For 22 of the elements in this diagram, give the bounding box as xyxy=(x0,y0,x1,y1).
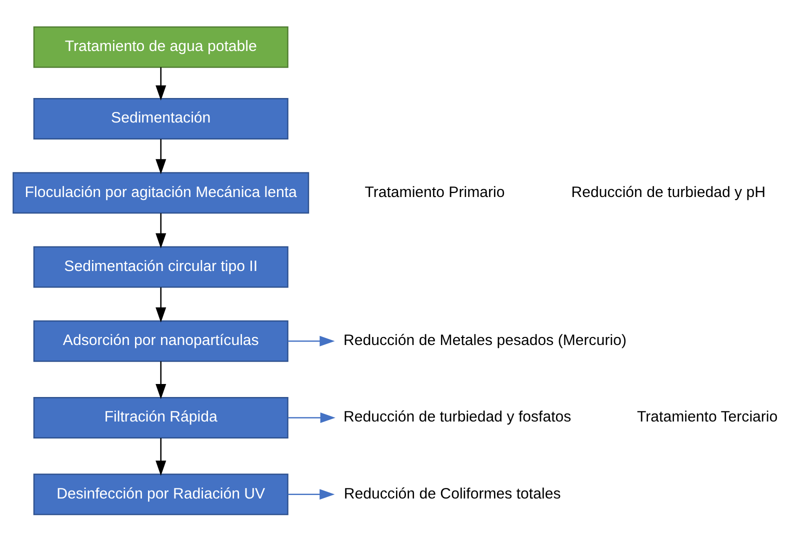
arrow xyxy=(156,287,166,322)
arrow xyxy=(156,213,166,248)
node-box: Desinfección por Radiación UV xyxy=(33,474,288,516)
node-text: Reducción de Coliformes totales xyxy=(344,485,561,502)
label: Tratamiento Terciario xyxy=(637,408,778,426)
label: Tratamiento Primario xyxy=(364,184,505,201)
node-text: Reducción de turbiedad y fosfatos xyxy=(343,408,572,426)
arrow xyxy=(288,336,335,346)
node-box: Tratamiento de agua potable xyxy=(33,26,288,68)
node-box: Floculación por agitación Mecánica lenta xyxy=(12,172,310,214)
arrow xyxy=(156,361,166,400)
node-text: Reducción de Metales pesados (Mercurio) xyxy=(343,332,626,349)
arrow xyxy=(156,139,166,174)
arrow xyxy=(288,412,336,423)
arrow xyxy=(156,438,166,476)
node-box: Sedimentación circular tipo II xyxy=(33,246,288,288)
node-box: Filtración Rápida xyxy=(33,397,288,438)
arrow xyxy=(288,489,335,500)
arrow xyxy=(156,67,166,101)
node-box: Sedimentación xyxy=(33,98,288,140)
node-box: Adsorción por nanopartículas xyxy=(33,320,288,362)
label: Reducción de turbiedad y pH xyxy=(571,184,766,201)
